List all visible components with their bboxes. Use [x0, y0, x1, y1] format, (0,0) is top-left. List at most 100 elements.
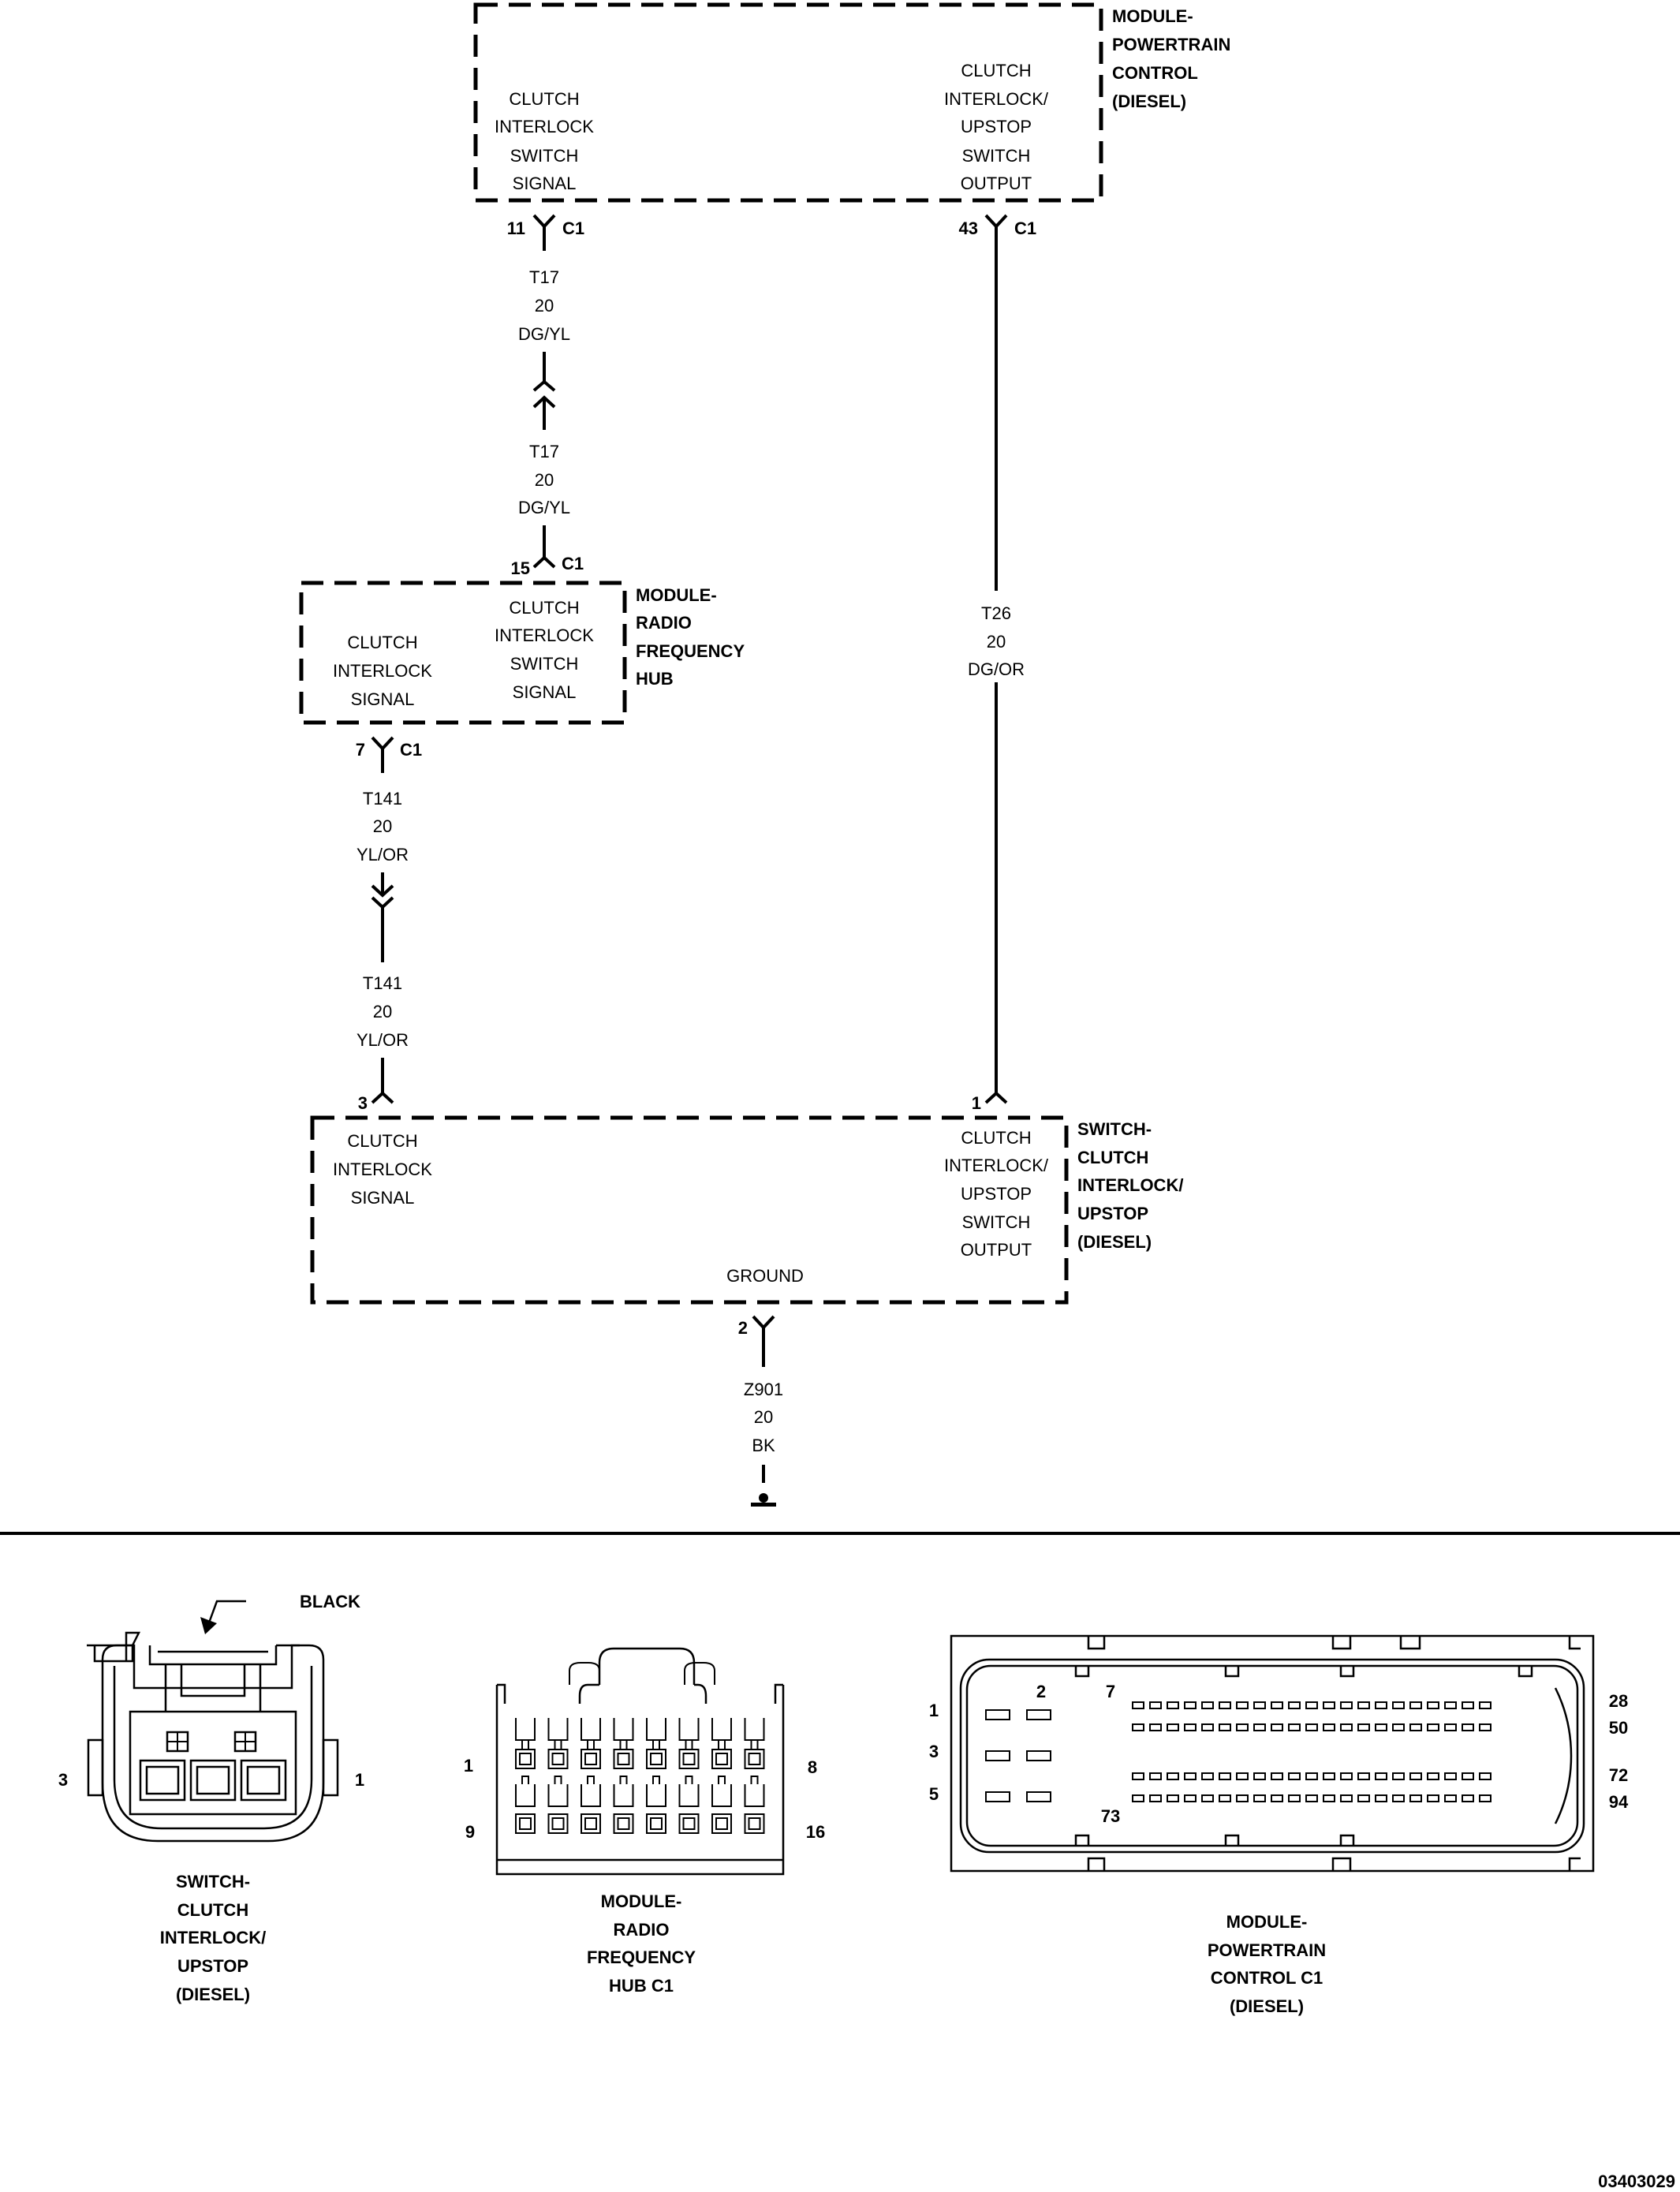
rfh-pin-right-line: INTERLOCK	[495, 625, 594, 645]
switch-pin-right-line: UPSTOP	[961, 1184, 1032, 1204]
pcm-signal-cavity	[1271, 1701, 1283, 1709]
rfh-pin-left-line: CLUTCH	[347, 633, 417, 652]
wire-z901-label: Z901 20 BK	[744, 1380, 783, 1455]
connector-callout-black: BLACK	[300, 1592, 360, 1611]
pcm-signal-cavity	[1479, 1794, 1491, 1802]
caption-line: (DIESEL)	[176, 1985, 250, 2004]
rfh-cavity-bottom-box	[678, 1813, 700, 1834]
rfh-cavity-top-box	[744, 1749, 765, 1769]
caption-line: MODULE-	[1226, 1912, 1308, 1932]
pcm-power-cavity	[1026, 1750, 1051, 1761]
pcm-signal-cavity	[1132, 1794, 1144, 1802]
rfh-cavity-bottom-box	[547, 1813, 569, 1834]
wire-t141-lower-label: T141 20 YL/OR	[357, 973, 409, 1050]
pcm-signal-cavity	[1375, 1772, 1387, 1780]
pcm-signal-cavity	[1236, 1723, 1249, 1731]
pcm-signal-cavity	[1271, 1723, 1283, 1731]
terminal-pin-number: 15	[511, 558, 530, 578]
pcm-signal-cavity	[1462, 1794, 1474, 1802]
rfh-terminal-7: 7 C1	[356, 736, 422, 773]
switch-terminal-1: 1	[972, 1093, 981, 1113]
rfh-cavity-bottom	[613, 1784, 634, 1807]
rfh-cavity-bottom-inner	[551, 1817, 565, 1830]
rfh-cavity-top-latch	[619, 1740, 628, 1750]
pcm-signal-cavity	[1201, 1772, 1214, 1780]
switch-pin-right-line: CLUTCH	[961, 1128, 1031, 1148]
connector-pin-16: 16	[806, 1822, 825, 1842]
pcm-signal-cavity	[1357, 1723, 1370, 1731]
rfh-pin-left-line: SIGNAL	[351, 689, 415, 709]
rfh-cavity-bottom-box	[515, 1813, 536, 1834]
pcm-signal-cavity	[1375, 1794, 1387, 1802]
switch-pin-ground-label: GROUND	[726, 1266, 804, 1286]
wire-label-line: 20	[535, 296, 554, 316]
rfh-cavity-top-inner	[584, 1753, 597, 1765]
caption-line: (DIESEL)	[1230, 1996, 1304, 2016]
rfh-cavity-bottom-inner	[715, 1817, 728, 1830]
pcm-signal-cavity	[1219, 1794, 1231, 1802]
rfh-cavity-bottom-latch	[619, 1776, 628, 1784]
rfh-cavity-top-box	[581, 1749, 601, 1769]
pcm-signal-cavity	[1409, 1772, 1422, 1780]
pcm-signal-cavity	[1167, 1772, 1179, 1780]
wire-t17-upper-label: T17 20 DG/YL	[518, 267, 570, 344]
rfh-title-line-3: FREQUENCY	[636, 641, 745, 661]
rfh-cavity-top-latch	[685, 1740, 693, 1750]
connector-pin-94: 94	[1609, 1792, 1629, 1812]
rfh-cavity-bottom	[547, 1784, 569, 1807]
pcm-signal-cavity	[1167, 1723, 1179, 1731]
wire-label-line: DG/OR	[968, 659, 1025, 679]
pcm-terminal-43: 43 C1	[959, 214, 1036, 251]
rfh-cavity-top-latch	[554, 1740, 562, 1750]
rfh-cavity-bottom-inner	[617, 1817, 630, 1830]
rfh-cavity-top	[678, 1718, 700, 1741]
pcm-signal-cavity	[1357, 1794, 1370, 1802]
pcm-power-cavity	[985, 1750, 1010, 1761]
rfh-cavity-top-inner	[682, 1753, 696, 1765]
connector-pin-28: 28	[1609, 1691, 1628, 1711]
connector-pin-7: 7	[1106, 1682, 1115, 1701]
pcm-signal-cavity	[1149, 1794, 1162, 1802]
pcm-pin-right-line: CLUTCH	[961, 61, 1031, 80]
connector-pin-2: 2	[1036, 1682, 1046, 1701]
pcm-signal-cavity	[1132, 1772, 1144, 1780]
rfh-cavity-bottom-box	[613, 1813, 634, 1834]
switch-pin-right-line: SWITCH	[962, 1212, 1031, 1232]
pcm-pin-left-line: SWITCH	[510, 146, 579, 166]
pcm-signal-cavity	[1323, 1723, 1335, 1731]
pcm-signal-cavity	[1305, 1772, 1318, 1780]
pcm-terminal-11: 11 C1	[507, 214, 584, 251]
pcm-signal-cavity	[1184, 1772, 1197, 1780]
rfh-cavity-top	[744, 1718, 765, 1741]
pcm-title-line-2: POWERTRAIN	[1112, 35, 1230, 54]
rfh-connector-view: 1 8 9 16 MODULE- RADIO FREQUENCY HUB C1	[464, 1647, 825, 1996]
pcm-signal-cavity	[1271, 1794, 1283, 1802]
wire-label-line: T141	[363, 789, 402, 808]
pcm-signal-cavity	[1201, 1723, 1214, 1731]
switch-connector-view: BLACK 3 1 SWITCH- CLUTCH INTERLOCK/ UPST…	[58, 1592, 364, 2004]
rfh-pin-left-line: INTERLOCK	[333, 661, 432, 681]
caption-line: FREQUENCY	[587, 1947, 696, 1967]
pcm-signal-cavity	[1253, 1701, 1266, 1709]
pcm-connector-caption: MODULE- POWERTRAIN CONTROL C1 (DIESEL)	[1208, 1912, 1326, 2016]
rfh-cavity-bottom-inner	[519, 1817, 532, 1830]
pcm-signal-cavity	[1253, 1723, 1266, 1731]
pcm-signal-cavity	[1340, 1794, 1353, 1802]
pcm-title-line-4: (DIESEL)	[1112, 91, 1186, 111]
pcm-signal-cavity	[1427, 1723, 1439, 1731]
pcm-signal-cavity	[1392, 1723, 1405, 1731]
switch-pin-left-label: CLUTCH INTERLOCK SIGNAL	[333, 1131, 432, 1208]
rfh-cavity-bottom	[515, 1784, 536, 1807]
wire-label-line: 20	[987, 632, 1006, 652]
pcm-title-line-1: MODULE-	[1112, 6, 1193, 26]
connector-pin-3: 3	[58, 1770, 68, 1790]
rfh-cavity-top-box	[646, 1749, 666, 1769]
pcm-signal-cavity	[1427, 1794, 1439, 1802]
pcm-signal-cavity	[1253, 1794, 1266, 1802]
pcm-signal-cavity	[1305, 1723, 1318, 1731]
switch-pin-right-line: INTERLOCK/	[944, 1156, 1049, 1175]
pcm-module-box: MODULE- POWERTRAIN CONTROL (DIESEL) CLUT…	[473, 2, 1230, 203]
pcm-signal-cavity	[1323, 1701, 1335, 1709]
pcm-signal-cavity	[1271, 1772, 1283, 1780]
rfh-module-box: MODULE- RADIO FREQUENCY HUB CLUTCH INTER…	[299, 581, 745, 725]
